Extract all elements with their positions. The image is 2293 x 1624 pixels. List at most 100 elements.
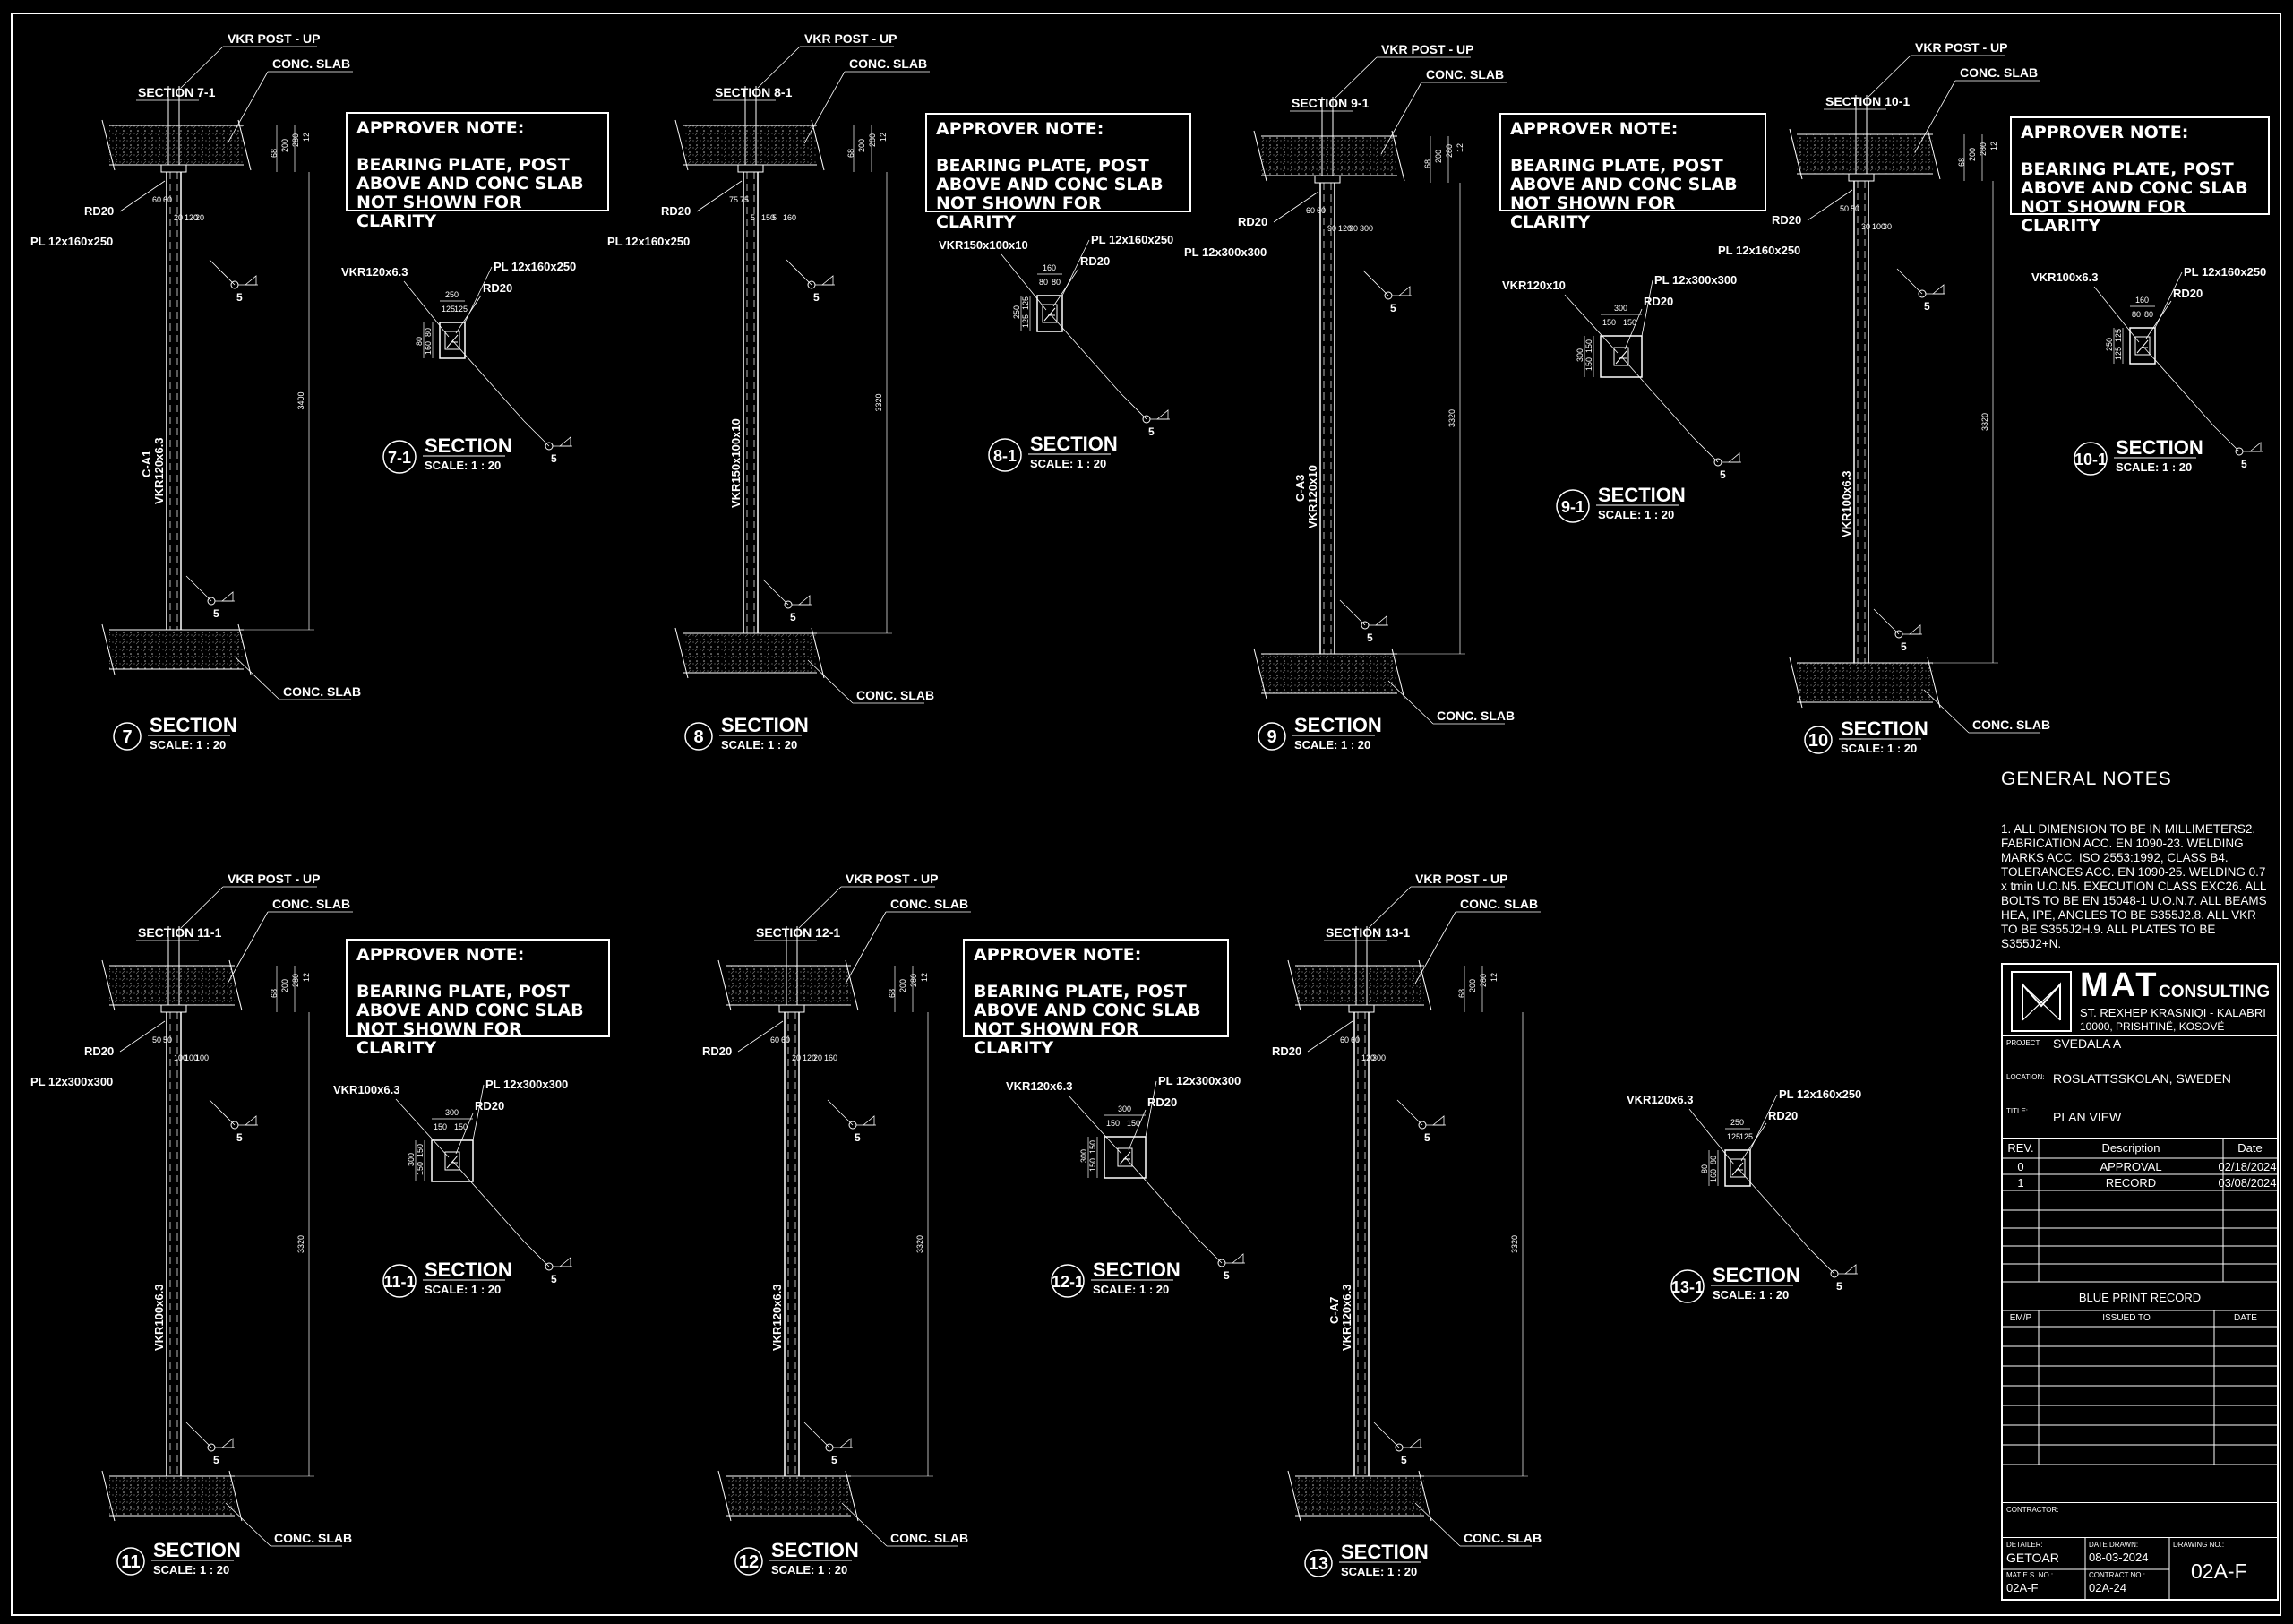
section-number: 7: [122, 727, 132, 747]
post-dimension: 60: [152, 195, 161, 204]
rev-header-date: Date: [2237, 1141, 2263, 1155]
conc-slab-label: CONC. SLAB: [856, 688, 934, 702]
detail-dimension: 150: [434, 1122, 447, 1131]
detail-plate-label: PL 12x160x250: [1779, 1087, 1861, 1101]
detail-dimension: 125: [2114, 329, 2123, 342]
height-dimension: 3320: [1510, 1235, 1519, 1253]
plate-label: PL 12x300x300: [30, 1075, 113, 1088]
section-title: SECTION: [150, 714, 237, 736]
section-title: SECTION: [1841, 717, 1928, 740]
section-bubble: [1304, 1549, 1333, 1577]
post-dimension: 100: [195, 1053, 209, 1062]
detail-dimension: 80: [2132, 310, 2141, 319]
post-dimension: 90: [1327, 224, 1336, 233]
detail-dimension: 160: [2135, 296, 2149, 305]
detail-dimension: 150: [416, 1162, 425, 1175]
detail-dimension: 160: [1043, 263, 1056, 272]
post-dimension: 20: [174, 213, 183, 222]
section-number: 7-1: [388, 449, 411, 467]
slab-dimension: 12: [1490, 973, 1499, 982]
post-dimension: 120: [803, 1053, 816, 1062]
height-dimension: 3320: [874, 393, 883, 411]
detail-dimension: 80: [1700, 1164, 1709, 1173]
weld-size-label: 5: [236, 291, 243, 304]
post-outline: [444, 331, 460, 350]
post-label: VKR120x10: [1306, 465, 1319, 528]
height-dimension: 3320: [915, 1235, 924, 1253]
slab-dimension: 12: [1989, 142, 1998, 150]
contractor-row: CONTRACTOR:: [2003, 1502, 2277, 1538]
section-title: SECTION: [425, 1259, 512, 1281]
weld-symbol-icon: 5: [185, 575, 235, 620]
rd20-label: RD20: [475, 1099, 504, 1113]
detail-dimension: 300: [1118, 1104, 1131, 1113]
approver-note-heading: APPROVER NOTE:: [356, 118, 525, 138]
detailer-label: DETAILER:: [2006, 1541, 2043, 1549]
rev-description: RECORD: [2105, 1176, 2157, 1190]
detail-dimension: 300: [407, 1153, 416, 1166]
weld-symbol-icon: 5: [209, 259, 258, 304]
rd20-label: RD20: [1238, 215, 1267, 228]
slab-dimension: 280: [1979, 142, 1988, 156]
rev-number: 1: [2017, 1176, 2024, 1190]
detail-dimension: 125: [2114, 347, 2123, 360]
post-outline: [2134, 336, 2151, 356]
detail-post-label: VKR100x6.3: [333, 1083, 399, 1096]
weld-symbol-icon: 5: [762, 579, 812, 623]
section-reference: SECTION 12-1: [756, 925, 840, 940]
rd20-label: RD20: [702, 1044, 732, 1058]
approver-note-11: APPROVER NOTE: BEARING PLATE, POST ABOVE…: [346, 939, 610, 1058]
plate-label: PL 12x160x250: [1718, 244, 1800, 257]
conc-slab-label: CONC. SLAB: [1460, 897, 1538, 911]
weld-symbol-icon: 5: [786, 259, 835, 304]
top-slab: [1797, 134, 1933, 174]
slab-dimension: 68: [270, 989, 279, 998]
rd20-label: RD20: [84, 204, 114, 218]
section-reference: SECTION 9-1: [1292, 96, 1370, 110]
height-dimension: 3320: [1980, 413, 1989, 431]
post-dimension: 60: [1351, 1035, 1360, 1044]
general-notes-title: GENERAL NOTES: [2001, 769, 2172, 789]
post-dimension: 60: [1317, 206, 1326, 215]
plate-outline: [1104, 1136, 1146, 1179]
plate-outline: [1600, 335, 1643, 378]
general-notes-body: 1. ALL DIMENSION TO BE IN MILLIMETERS2. …: [2001, 822, 2267, 950]
detail-dimension: 150: [1623, 318, 1636, 327]
top-slab: [1261, 136, 1397, 176]
detail-plate-label: PL 12x300x300: [1654, 273, 1737, 287]
section-title: SECTION: [1030, 433, 1118, 455]
section-number: 9: [1267, 727, 1276, 747]
post-dimension: 90: [1349, 224, 1358, 233]
detail-dimension: 150: [454, 1122, 468, 1131]
title-block: MAT CONSULTING ST. REXHEP KRASNIQI - KAL…: [2001, 963, 2279, 1601]
detail-plate-label: PL 12x300x300: [1158, 1074, 1241, 1087]
detail-dimension: 125: [442, 305, 455, 314]
section-bubble: [1556, 489, 1590, 523]
section-bubble: [1258, 722, 1286, 751]
section-number: 13-1: [1671, 1278, 1704, 1296]
section-reference: SECTION 8-1: [715, 85, 793, 99]
detail-dimension: 150: [1127, 1119, 1140, 1128]
detail-dimension: 125: [1739, 1132, 1753, 1141]
mat-es-value: 02A-F: [2006, 1581, 2039, 1594]
post-dimension: 30: [1861, 222, 1870, 231]
weld-size-label: 5: [790, 611, 796, 623]
section-title: SECTION: [2116, 436, 2203, 459]
post-dimension: 120: [185, 213, 198, 222]
weld-size-label: 5: [1224, 1269, 1230, 1282]
section-title: SECTION: [721, 714, 809, 736]
weld-size-label: 5: [213, 1454, 219, 1466]
section-reference: SECTION 10-1: [1825, 94, 1910, 108]
approver-note-heading: APPROVER NOTE:: [1510, 119, 1679, 139]
post-dimension: 20: [813, 1053, 822, 1062]
section-number: 10: [1808, 731, 1828, 751]
weld-symbol-icon: 5: [523, 1241, 572, 1285]
post-dimension: 75: [740, 195, 749, 204]
